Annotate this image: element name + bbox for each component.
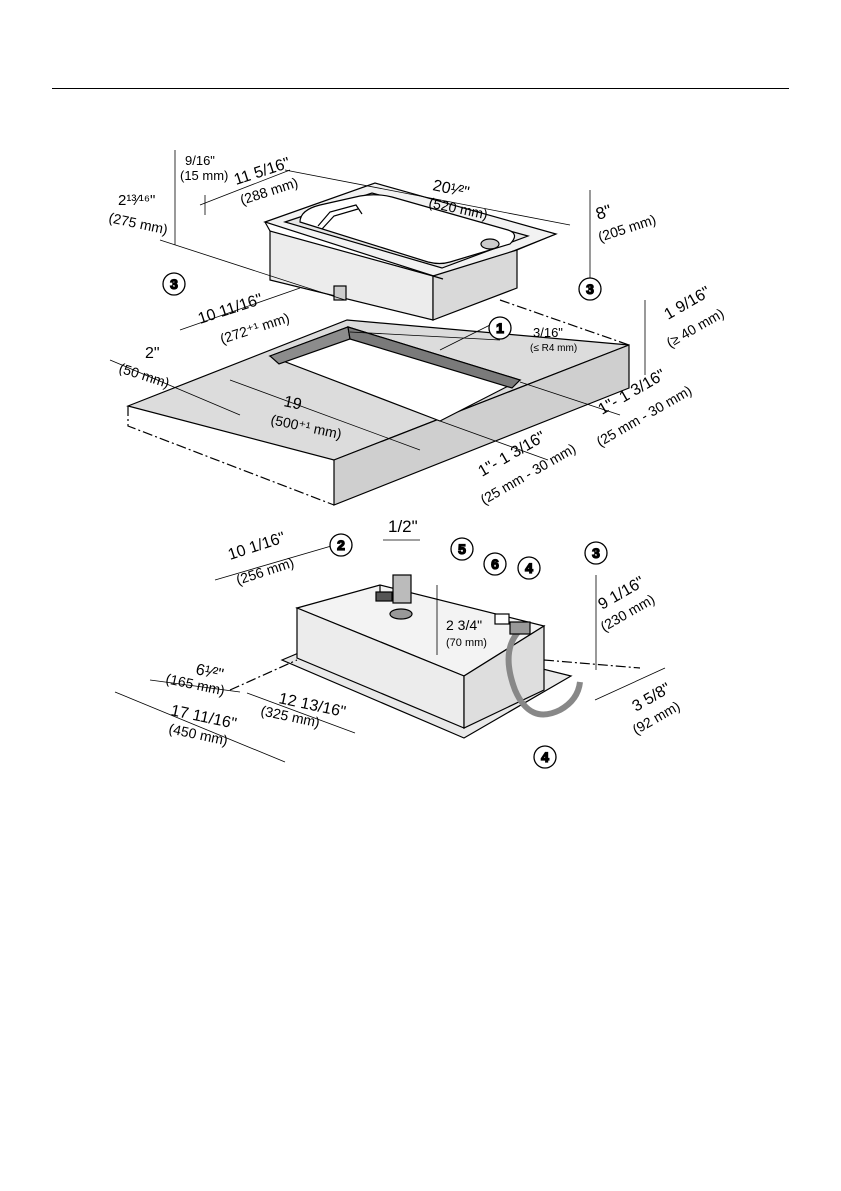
dim-edge-offset-mm: (275 mm): [107, 209, 169, 237]
dim-cutout-width: 19: [282, 393, 303, 413]
callout-6-label: 6: [491, 556, 499, 572]
callout-4-label: 4: [525, 560, 533, 576]
callout-3-label: 3: [592, 545, 600, 561]
callout-2-label: 2: [337, 537, 345, 553]
dim-gas-thread: 1/2": [388, 517, 418, 536]
appliance-unit: [263, 182, 558, 321]
callout-3-label: 3: [586, 281, 594, 297]
callout-4-bottom: 4: [533, 745, 557, 769]
callout-5-label: 5: [458, 541, 466, 557]
dim-corner-radius: 3/16": [533, 325, 563, 340]
callout-1: 1: [488, 316, 512, 340]
dim-front-clearance-mm: (50 mm): [117, 360, 172, 391]
callout-1-label: 1: [496, 320, 504, 336]
callout-3-bottom: 3: [584, 541, 608, 565]
callout-5: 5: [450, 537, 474, 561]
callout-4-top: 4: [517, 556, 541, 580]
dim-gas-height: 2 3/4": [446, 617, 482, 633]
callout-6: 6: [483, 552, 507, 576]
header-rule: [52, 88, 789, 89]
callout-3-top-right: 3: [578, 277, 602, 301]
callout-2: 2: [329, 533, 353, 557]
callout-3-top-left: 3: [162, 272, 186, 296]
dim-front-clearance: 2": [145, 345, 160, 362]
worktop: [126, 299, 630, 506]
dim-lip-depth: 9/16": [185, 153, 215, 168]
gas-connector: [375, 574, 413, 620]
dim-gas-side: 6¹⁄²": [194, 661, 225, 683]
callout-4-label: 4: [541, 749, 549, 765]
dim-corner-radius-mm: (≤ R4 mm): [530, 343, 577, 354]
power-cable: [505, 627, 583, 718]
dim-lip-depth-mm: (15 mm): [180, 168, 228, 183]
dim-gas-height-mm: (70 mm): [446, 637, 487, 649]
callout-3-label: 3: [170, 276, 178, 292]
dimension-lines: [109, 150, 666, 763]
installation-box: [229, 574, 641, 739]
dim-appliance-height: 8": [593, 201, 614, 224]
dim-edge-offset: 2¹³⁄¹⁶": [118, 192, 155, 209]
callouts: 3 3 1 2 5 6 4 3: [162, 272, 608, 769]
